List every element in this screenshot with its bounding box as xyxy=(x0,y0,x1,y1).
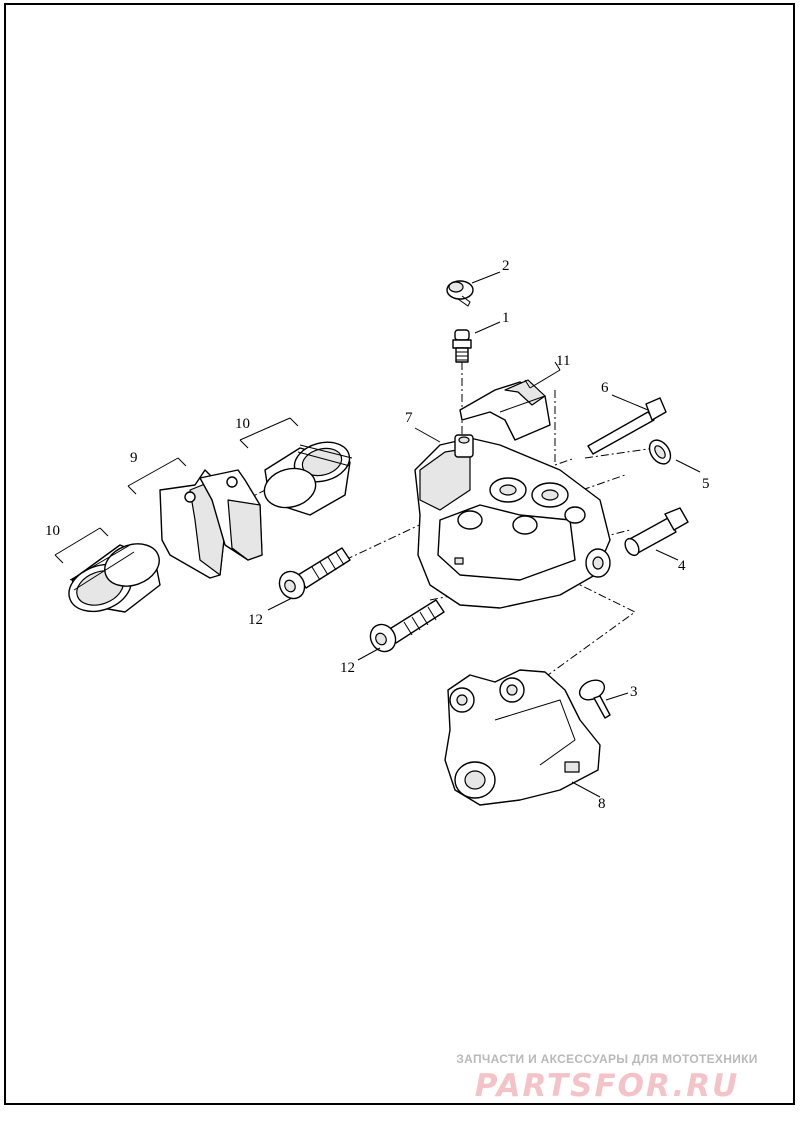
callout-8: 8 xyxy=(598,796,606,812)
callout-9: 9 xyxy=(130,450,138,466)
bleeder-valve-part xyxy=(452,329,472,363)
callout-11: 11 xyxy=(556,353,570,369)
caliper-screw-lower-part xyxy=(369,599,445,653)
watermark: ЗАПЧАСТИ И АКСЕССУАРЫ ДЛЯ МОТОТЕХНИКИ PA… xyxy=(442,1052,772,1104)
watermark-tagline: ЗАПЧАСТИ И АКСЕССУАРЫ ДЛЯ МОТОТЕХНИКИ xyxy=(456,1052,758,1066)
pad-spring-part xyxy=(459,379,551,441)
callout-12-lower: 12 xyxy=(340,660,355,676)
diagram-frame xyxy=(4,3,795,1105)
caliper-body-part xyxy=(414,434,611,609)
retaining-clip-part xyxy=(648,439,672,465)
callout-7: 7 xyxy=(405,410,413,426)
mounting-bracket-part xyxy=(444,669,601,806)
bleeder-cap-part xyxy=(446,280,474,307)
alignment-lines xyxy=(244,362,656,676)
callout-6: 6 xyxy=(601,380,609,396)
leader-lines xyxy=(54,271,701,798)
callout-5: 5 xyxy=(702,476,710,492)
callout-10-upper: 10 xyxy=(235,416,250,432)
slide-pin-bolt-part xyxy=(624,507,689,557)
bushing-part xyxy=(578,679,611,719)
caliper-screw-upper-part xyxy=(278,547,351,600)
callout-labels: 2 1 11 6 7 10 9 5 10 4 12 12 3 8 xyxy=(45,258,710,812)
piston-upper-part xyxy=(263,441,353,516)
callout-2: 2 xyxy=(502,258,510,274)
piston-lower-part xyxy=(68,543,161,613)
brake-pads-part xyxy=(159,469,263,579)
watermark-brand-logo: PARTSFOR.RU xyxy=(474,1068,740,1104)
callout-12-upper: 12 xyxy=(248,612,263,628)
callout-4: 4 xyxy=(678,558,686,574)
pad-pin-part xyxy=(587,397,667,455)
callout-3: 3 xyxy=(630,684,638,700)
callout-10-lower: 10 xyxy=(45,523,60,539)
callout-1: 1 xyxy=(502,310,510,326)
